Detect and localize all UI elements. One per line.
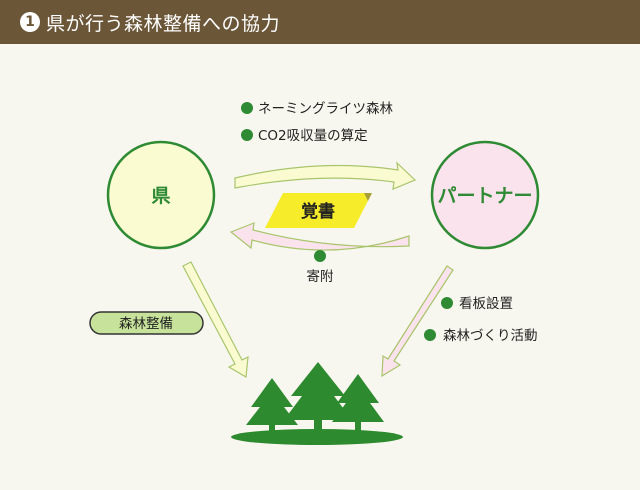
bullet-dot [314,250,326,262]
prefecture-to-partner-list: ネーミングライツ森林 CO2吸収量の算定 [241,101,393,144]
arrow-partner-to-forest [381,265,454,378]
agreement-badge: 覚書 [265,193,372,228]
bullet-co2-calculation: CO2吸収量の算定 [258,128,368,144]
forest-trees-icon [231,362,403,445]
partner-node: パートナー [430,140,540,250]
bullet-forest-activity: 森林づくり活動 [443,328,538,344]
bullet-dot [241,129,253,141]
prefecture-label: 県 [151,185,170,207]
agreement-label: 覚書 [301,201,335,222]
bullet-signboard: 看板設置 [459,296,513,312]
bullet-dot [241,102,253,114]
arrow-partner-to-prefecture [229,222,410,251]
arrow-prefecture-to-forest [182,261,249,378]
partner-label: パートナー [437,185,532,207]
forest-maintenance-text: 森林整備 [119,316,173,332]
partner-to-forest-list: 看板設置 森林づくり活動 [424,296,538,344]
donation-label: 寄附 [307,268,334,285]
corner-fold-icon [364,193,372,201]
bullet-dot [441,297,453,309]
section-number-badge: 1 [20,12,40,32]
donation-item: 寄附 [307,250,334,285]
prefecture-node: 県 [106,140,216,250]
section-title: 県が行う森林整備への協力 [46,12,281,35]
section-header: 1 県が行う森林整備への協力 [0,0,640,44]
bullet-dot [424,329,436,341]
bullet-naming-rights: ネーミングライツ森林 [258,101,393,117]
arrow-prefecture-to-partner [234,161,417,190]
forest-maintenance-label: 森林整備 [89,311,204,335]
